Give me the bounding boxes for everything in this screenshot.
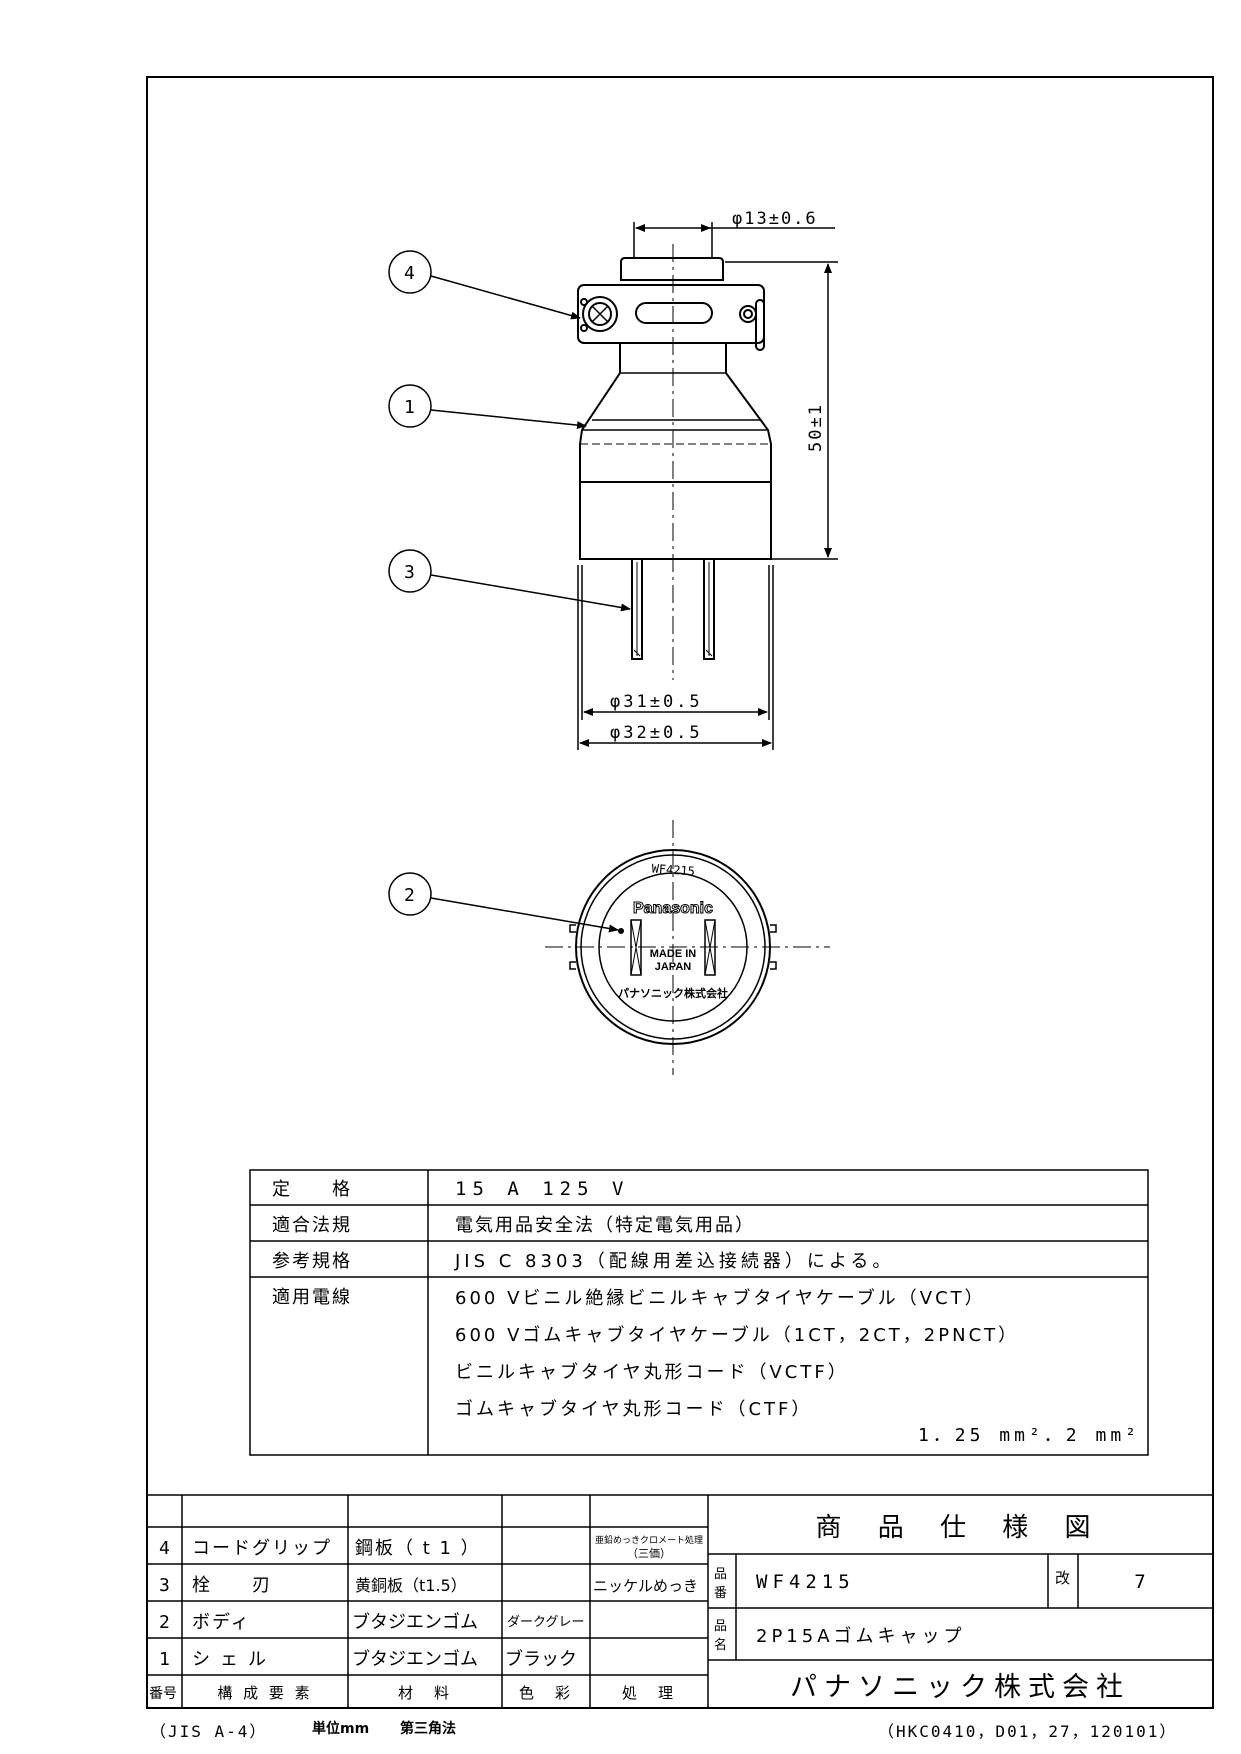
grip-slot <box>635 302 713 324</box>
face-model: WF4215 <box>651 862 695 879</box>
hinban-label-1: 品 <box>714 1567 727 1582</box>
part-1-name: シェル <box>192 1649 276 1670</box>
parts-rows: 4 コードグリップ 鋼板（ t 1 ） 亜鉛めっきクロメート処理 （三価） 3 … <box>149 1534 703 1702</box>
part-4-material: 鋼板（ t 1 ） <box>355 1538 481 1559</box>
spec-cable-line-2: 600 Vゴムキャブタイヤケーブル（1CT，2CT，2PNCT） <box>455 1324 1019 1346</box>
hinmei-label-2: 名 <box>714 1637 727 1653</box>
grip-pin <box>755 299 765 351</box>
part-3-process: ニッケルめっき <box>593 1577 698 1595</box>
kai-value: 7 <box>1134 1571 1145 1593</box>
part-1-no: 1 <box>159 1649 170 1670</box>
kai-label: 改 <box>1055 1569 1070 1587</box>
shell-body <box>579 372 772 483</box>
part-3-no: 3 <box>159 1575 170 1596</box>
slot-right <box>704 919 716 976</box>
parts-header-no: 番号 <box>149 1686 177 1702</box>
sheet-frame <box>146 76 1214 1709</box>
title-block-title: 商 品 仕 様 図 <box>815 1513 1104 1543</box>
dimensions <box>577 222 838 750</box>
spec-value-law: 電気用品安全法（特定電気用品） <box>455 1215 755 1236</box>
part-2-no: 2 <box>159 1612 170 1633</box>
face-inner <box>598 872 748 1022</box>
face-japan: JAPAN <box>655 961 692 973</box>
hinmei-value: 2P15Aゴムキャップ <box>756 1626 966 1647</box>
blade-left <box>631 558 643 660</box>
body-cylinder <box>579 481 772 560</box>
parts-header-name: 構 成 要 素 <box>217 1684 312 1702</box>
part-2-material: ブタジエンゴム <box>352 1611 478 1633</box>
slot-left <box>630 919 642 976</box>
part-1-material: ブタジエンゴム <box>352 1648 478 1670</box>
part-4-process-2: （三価） <box>627 1547 671 1560</box>
balloon-1: 1 <box>404 397 415 418</box>
spec-cable-size: 1．25 mm²．2 mm² <box>918 1425 1140 1446</box>
parts-header-color: 色 彩 <box>519 1684 573 1702</box>
face-brand-logo: Panasonic <box>633 900 713 917</box>
part-2-color: ダークグレー <box>507 1615 584 1630</box>
spec-table <box>249 1169 1149 1456</box>
cord-grip <box>577 284 765 344</box>
part-3-name: 栓 刃 <box>192 1575 272 1596</box>
hinban-value: WF4215 <box>756 1571 855 1593</box>
face-dot <box>618 928 624 934</box>
hinmei-label-1: 品 <box>714 1619 727 1634</box>
face-company: パナソニック株式会社 <box>618 986 728 1000</box>
spec-cable-line-1: 600 Vビニル絶縁ビニルキャブタイヤケーブル（VCT） <box>455 1287 986 1309</box>
grip-screw-left <box>582 296 618 332</box>
hinban-label-2: 番 <box>714 1586 727 1601</box>
side-view <box>577 244 772 680</box>
title-block <box>708 1494 1213 1661</box>
title-block-text: 商 品 仕 様 図 品 番 WF4215 改 7 品 名 2P15Aゴムキャップ… <box>714 1513 1146 1703</box>
part-4-name: コードグリップ <box>192 1538 332 1559</box>
grip-screw-right <box>739 305 757 323</box>
part-3-material: 黄銅板（t1.5） <box>355 1576 467 1595</box>
spec-cable-line-4: ゴムキャブタイヤ丸形コード（CTF） <box>455 1398 812 1420</box>
spec-label-cable: 適用電線 <box>272 1287 352 1308</box>
face-view <box>545 820 830 1075</box>
part-4-process: 亜鉛めっきクロメート処理 <box>595 1534 703 1546</box>
footer-unit: 単位mm <box>312 1721 370 1737</box>
dim-top-label: φ13±0.6 <box>732 209 818 229</box>
balloon-4: 4 <box>404 263 415 284</box>
balloons <box>388 250 631 933</box>
spec-value-rating: 15 A 125 V <box>455 1178 629 1200</box>
spec-cable-line-3: ビニルキャブタイヤ丸形コード（VCTF） <box>455 1361 849 1383</box>
face-made-in: MADE IN <box>650 948 697 960</box>
spec-labels: 定 格 適合法規 参考規格 適用電線 <box>272 1179 352 1308</box>
footer-projection: 第三角法 <box>400 1721 456 1737</box>
spec-label-law: 適合法規 <box>272 1215 352 1236</box>
spec-values: 15 A 125 V 電気用品安全法（特定電気用品） JIS C 8303（配線… <box>454 1178 1140 1446</box>
footer-paper-size: （JIS A-4） <box>150 1722 268 1741</box>
parts-table <box>147 1494 709 1708</box>
dim-height-label: 50±1 <box>806 403 826 452</box>
top-cap <box>620 257 724 281</box>
face-outer <box>575 849 771 1045</box>
part-1-color: ブラック <box>505 1648 577 1670</box>
parts-header-process: 処 理 <box>622 1684 676 1702</box>
parts-header-material: 材 料 <box>398 1684 452 1702</box>
blade-right <box>703 558 715 660</box>
footer-code: （HKC0410，D01，27，120101） <box>878 1722 1178 1741</box>
part-4-no: 4 <box>159 1538 170 1559</box>
balloon-2: 2 <box>404 885 415 906</box>
dim-d1-label: φ31±0.5 <box>610 692 703 712</box>
dim-d2-label: φ32±0.5 <box>610 723 703 743</box>
spec-value-standard: JIS C 8303（配線用差込接続器）による。 <box>454 1251 894 1272</box>
spec-label-rating: 定 格 <box>272 1179 352 1200</box>
part-2-name: ボディ <box>192 1612 251 1633</box>
spec-label-standard: 参考規格 <box>272 1251 352 1272</box>
balloon-3: 3 <box>404 562 415 583</box>
title-block-company: パナソニック株式会社 <box>790 1672 1130 1703</box>
